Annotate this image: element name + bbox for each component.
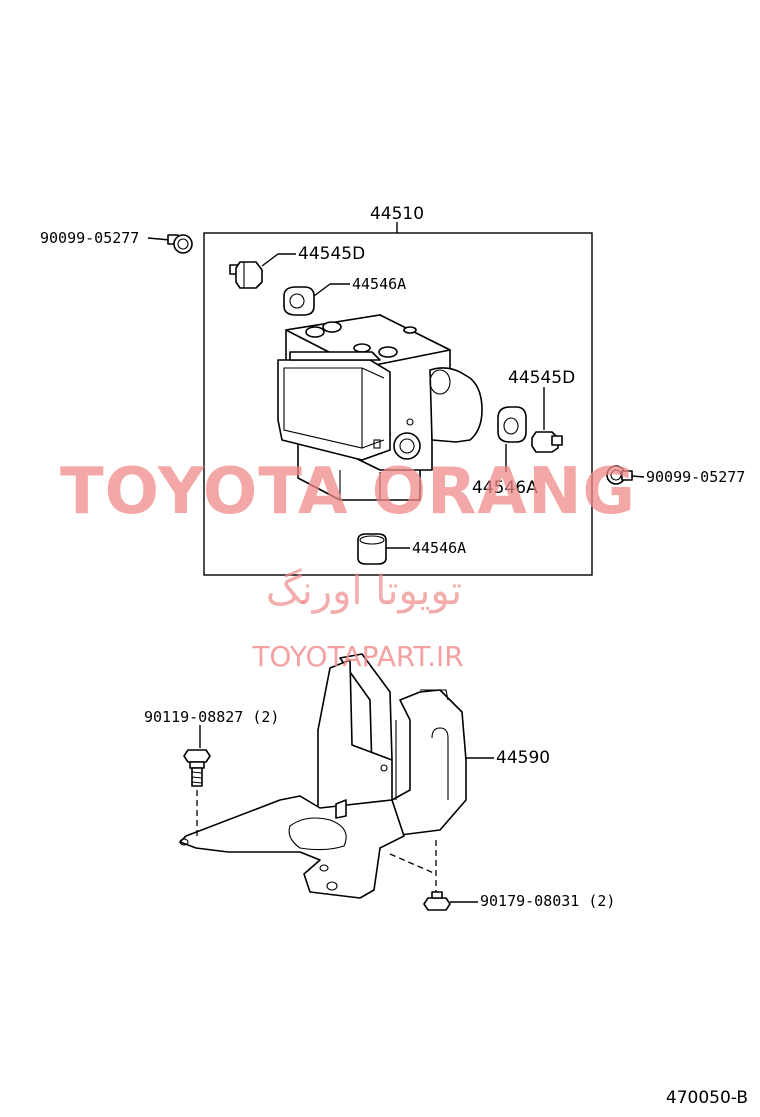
stud-top [229, 253, 296, 289]
bolt-right-label: 90099-05277 [646, 468, 745, 486]
grommet-right-label: 44546A [472, 478, 538, 498]
bolt-top-left-label: 90099-05277 [40, 229, 139, 247]
grommet-bottom-label: 44546A [412, 539, 466, 557]
assembly-label: 44510 [370, 204, 424, 224]
bracket [179, 653, 494, 899]
bracket-nut [423, 891, 478, 911]
bolt-right [606, 465, 645, 485]
grommet-right [497, 406, 527, 472]
bracket-label: 44590 [496, 748, 550, 768]
bracket-nut-label: 90179-08031 (2) [480, 892, 615, 910]
watermark-brand: TOYOTA ORANG [60, 455, 636, 529]
bolt-top-left [147, 234, 193, 254]
bracket-bolt [183, 725, 211, 787]
stud-top-label: 44545D [298, 244, 365, 264]
stud-right [531, 387, 563, 453]
grommet-bottom [357, 533, 410, 565]
grommet-top-label: 44546A [352, 275, 406, 293]
watermark-persian: تویوتا اورنگ [266, 568, 462, 614]
assembly-frame [203, 222, 593, 576]
grommet-top [283, 283, 350, 316]
watermark-url: TOYOTAPART.IR [251, 640, 463, 673]
abs-actuator [277, 314, 483, 501]
figure-code: 470050-B [666, 1088, 748, 1108]
bracket-bolt-label: 90119-08827 (2) [144, 708, 279, 726]
stud-right-label: 44545D [508, 368, 575, 388]
alignment-lines [196, 790, 437, 892]
